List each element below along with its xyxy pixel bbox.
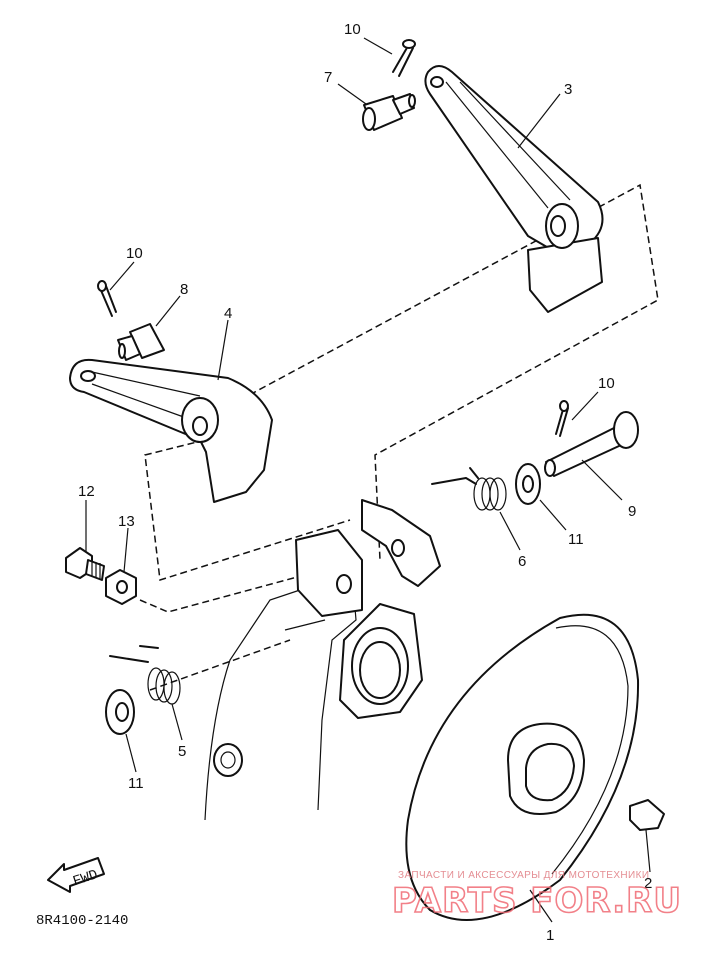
washer-11-left	[105, 689, 135, 735]
callout-10-top: 10	[344, 21, 361, 38]
watermark: ЗАПЧАСТИ И АКСЕССУАРЫ ДЛЯ МОТОТЕХНИКИ PA…	[391, 870, 682, 922]
fwd-arrow-icon: FWD	[47, 857, 105, 893]
pin-9	[544, 411, 639, 477]
guide-lines	[139, 183, 659, 691]
callout-7: 7	[324, 69, 332, 86]
cotter-pin-right	[555, 400, 569, 437]
callout-8: 8	[180, 281, 188, 298]
fwd-label: FWD	[71, 867, 100, 890]
joint-8	[117, 323, 165, 361]
key-2	[629, 799, 665, 831]
callouts: 10 7 3 10 8 4 10 12 13 9 6 11 5 11 2 1	[78, 21, 652, 944]
washer-11-right	[515, 463, 541, 505]
cotter-pin-left	[97, 280, 117, 317]
callout-4: 4	[224, 305, 232, 322]
callout-12: 12	[78, 483, 95, 500]
spring-5	[109, 645, 181, 705]
spring-6	[431, 467, 507, 511]
joint-7	[362, 93, 416, 131]
callout-9: 9	[628, 503, 636, 520]
callout-5: 5	[178, 743, 186, 760]
bolt-12	[65, 547, 105, 581]
plate-1	[405, 613, 640, 921]
leader-lines	[85, 37, 651, 923]
arm-3	[424, 65, 604, 313]
callout-11-right: 11	[568, 531, 584, 548]
watermark-tagline: ЗАПЧАСТИ И АКСЕССУАРЫ ДЛЯ МОТОТЕХНИКИ	[398, 870, 649, 881]
cotter-pin-top	[392, 39, 416, 77]
callout-13: 13	[118, 513, 135, 530]
nut-13	[105, 569, 137, 605]
watermark-brand: PARTS FOR.RU	[392, 881, 682, 921]
arm-4	[69, 358, 273, 503]
housing	[204, 499, 441, 821]
callout-2: 2	[644, 875, 652, 892]
callout-10-right: 10	[598, 375, 615, 392]
callout-3: 3	[564, 81, 572, 98]
callout-1: 1	[546, 927, 554, 944]
callout-6: 6	[518, 553, 526, 570]
drawing-code: 8R4100-2140	[36, 913, 128, 929]
callout-10-left: 10	[126, 245, 143, 262]
callout-11-left: 11	[128, 775, 144, 792]
